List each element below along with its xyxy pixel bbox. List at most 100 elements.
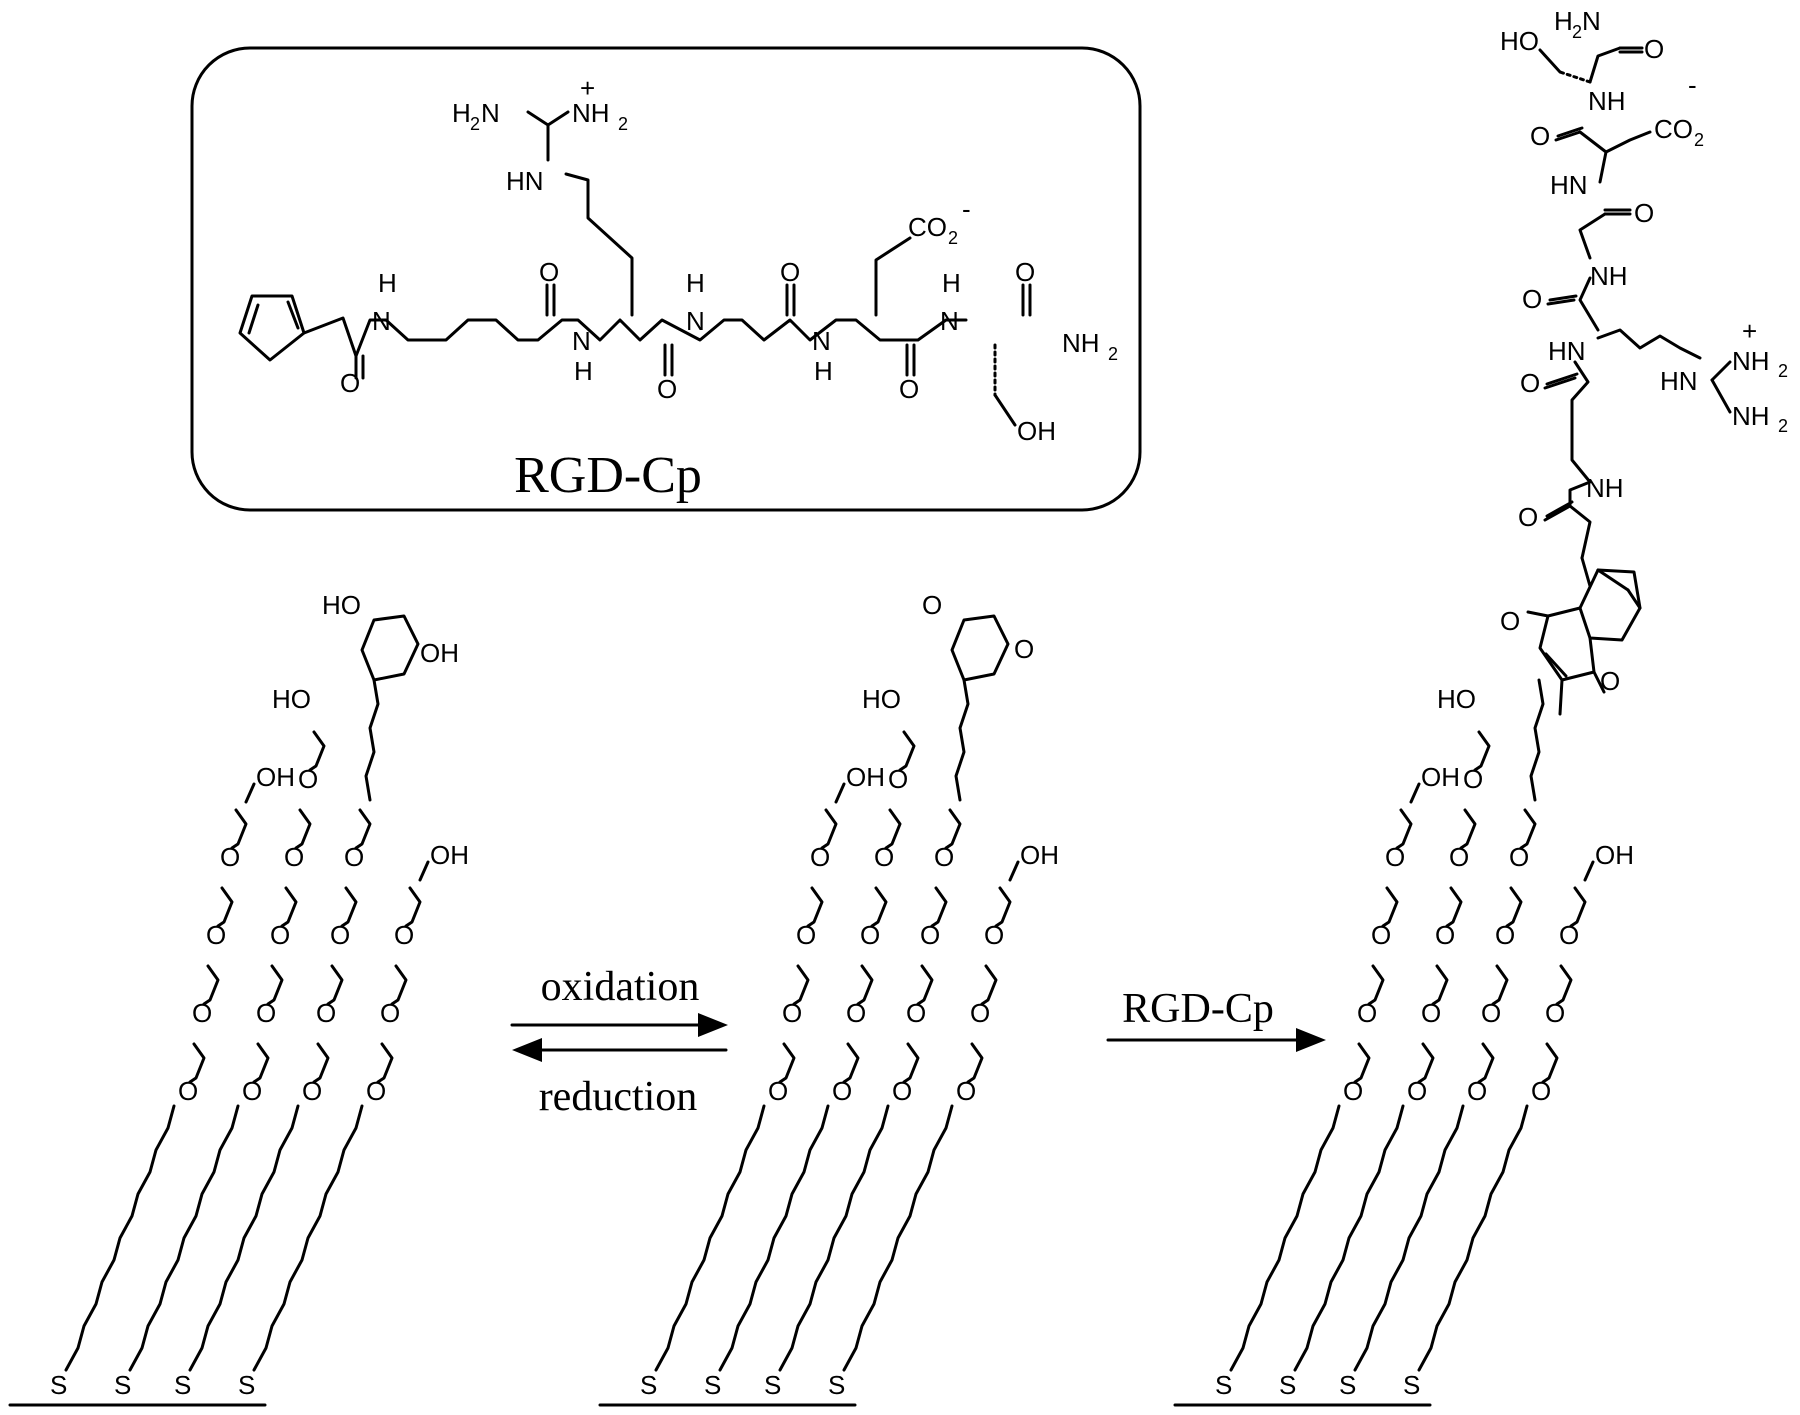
ether-oxygen-3-0: O [1467,1076,1487,1106]
amide-h-4: H [814,356,833,386]
asp-charge: - [1688,70,1697,100]
ether-oxygen-1-1: O [782,998,802,1028]
glycol-segment-3-2 [930,886,948,928]
coupling-arrow: RGD-Cp [1106,986,1326,1052]
peptide-carbonyl-o-2: O [1522,284,1542,314]
asp-co2: CO [1654,114,1693,144]
arg-guan-nh2-bottom: NH [1732,401,1770,431]
glycol-segment-2-0 [842,1042,860,1084]
ether-oxygen-1-0: O [1343,1076,1363,1106]
oxidation-reduction-arrows: oxidation reduction [510,964,728,1120]
ether-oxygen-4-0: O [956,1076,976,1106]
carbonyl-o-6: O [1015,257,1035,287]
glycol-segment-2-4 [308,730,326,772]
ether-oxygen-1-2: O [796,920,816,950]
chain-4-terminal [1008,860,1020,882]
aspartate-charge: - [962,194,971,224]
glycol-segment-3-3 [1519,808,1537,850]
glycol-segment-4-1 [980,964,998,1006]
ether-oxygen-4-1: O [970,998,990,1028]
ether-oxygen-2-2: O [1435,920,1455,950]
asp-nh: HN [1550,170,1588,200]
glycol-segment-3-0 [1477,1042,1495,1084]
pentyl-linker-3 [1529,678,1545,802]
ether-oxygen-1-2: O [206,920,226,950]
hydroxyl-4: OH [1020,840,1059,870]
alkyl-chain-1 [1229,1104,1341,1372]
glycol-segment-1-0 [188,1042,206,1084]
amide-n-4: N [812,326,831,356]
glycol-segment-3-0 [902,1042,920,1084]
quinone-o-1: O [1014,634,1034,664]
sulfur-atom-1: S [640,1370,657,1400]
ether-oxygen-2-3: O [284,842,304,872]
ether-oxygen-1-1: O [192,998,212,1028]
guanidine-h2n-sub: 2 [470,114,480,134]
glycol-segment-4-2 [404,886,422,928]
linker-nh: NH [1586,473,1624,503]
glycol-segment-3-3 [354,808,372,850]
glycol-segment-3-1 [1491,964,1509,1006]
glycol-segment-1-1 [202,964,220,1006]
ether-oxygen-2-4: O [1463,764,1483,794]
ether-oxygen-3-1: O [906,998,926,1028]
alkyl-chain-3 [188,1104,300,1372]
guanidine-charge: + [580,73,595,103]
ether-oxygen-1-3: O [810,842,830,872]
linker-carbonyl-o: O [1518,502,1538,532]
chain-1-terminal [1409,782,1421,804]
ser-amide-h2n-n: N [1582,6,1601,36]
ether-oxygen-2-4: O [888,764,908,794]
ether-oxygen-4-2: O [394,920,414,950]
hydroxyl-1: OH [846,762,885,792]
quinone-o-2: O [922,590,942,620]
hydroquinone-oh-2: HO [322,590,361,620]
sulfur-atom-3: S [174,1370,191,1400]
ether-oxygen-2-0: O [832,1076,852,1106]
glycol-segment-3-2 [1505,886,1523,928]
amide-h-3: H [686,268,705,298]
glycol-segment-2-1 [1431,964,1449,1006]
glycol-segment-1-3 [230,808,248,850]
ether-oxygen-2-3: O [1449,842,1469,872]
cyclopentadiene-ring [238,294,306,362]
gly-nh: NH [1590,261,1628,291]
glycol-segment-2-3 [1459,808,1477,850]
carbonyl-o-5: O [899,374,919,404]
glycol-segment-3-2 [340,886,358,928]
ether-oxygen-1-2: O [1371,920,1391,950]
amide-n-2: N [572,326,591,356]
glycol-segment-2-4 [898,730,916,772]
ether-oxygen-2-2: O [860,920,880,950]
alkyl-chain-2 [1293,1104,1405,1372]
alkyl-chain-2 [718,1104,830,1372]
peptide-backbone [302,316,968,358]
ether-oxygen-1-3: O [220,842,240,872]
hydroquinone-oh-1: OH [420,638,459,668]
ether-oxygen-4-2: O [984,920,1004,950]
glycol-segment-2-2 [1445,886,1463,928]
ether-oxygen-1-3: O [1385,842,1405,872]
alkyl-chain-1 [64,1104,176,1372]
amide-n-5: N [940,306,959,336]
ser-carbonyl-o: O [1644,34,1664,64]
glycol-segment-1-3 [1395,808,1413,850]
glycol-segment-1-0 [1353,1042,1371,1084]
ser-amide-h2n: H [1554,6,1573,36]
forward-arrowhead [698,1013,728,1037]
alkyl-chain-4 [252,1104,364,1372]
ser-nh: NH [1588,86,1626,116]
glycol-segment-4-1 [390,964,408,1006]
arg-nh: HN [1548,336,1586,366]
peptide-carbonyl-o-4: O [1530,121,1550,151]
sulfur-atom-3: S [1339,1370,1356,1400]
sulfur-atom-4: S [238,1370,255,1400]
hydroxyl-2: HO [1437,684,1476,714]
sulfur-atom-4: S [828,1370,845,1400]
glycol-segment-2-4 [1473,730,1491,772]
sulfur-atom-2: S [1279,1370,1296,1400]
ether-oxygen-2-2: O [270,920,290,950]
arginine-side-chain [564,172,634,317]
carbonyl-o-2: O [539,257,559,287]
